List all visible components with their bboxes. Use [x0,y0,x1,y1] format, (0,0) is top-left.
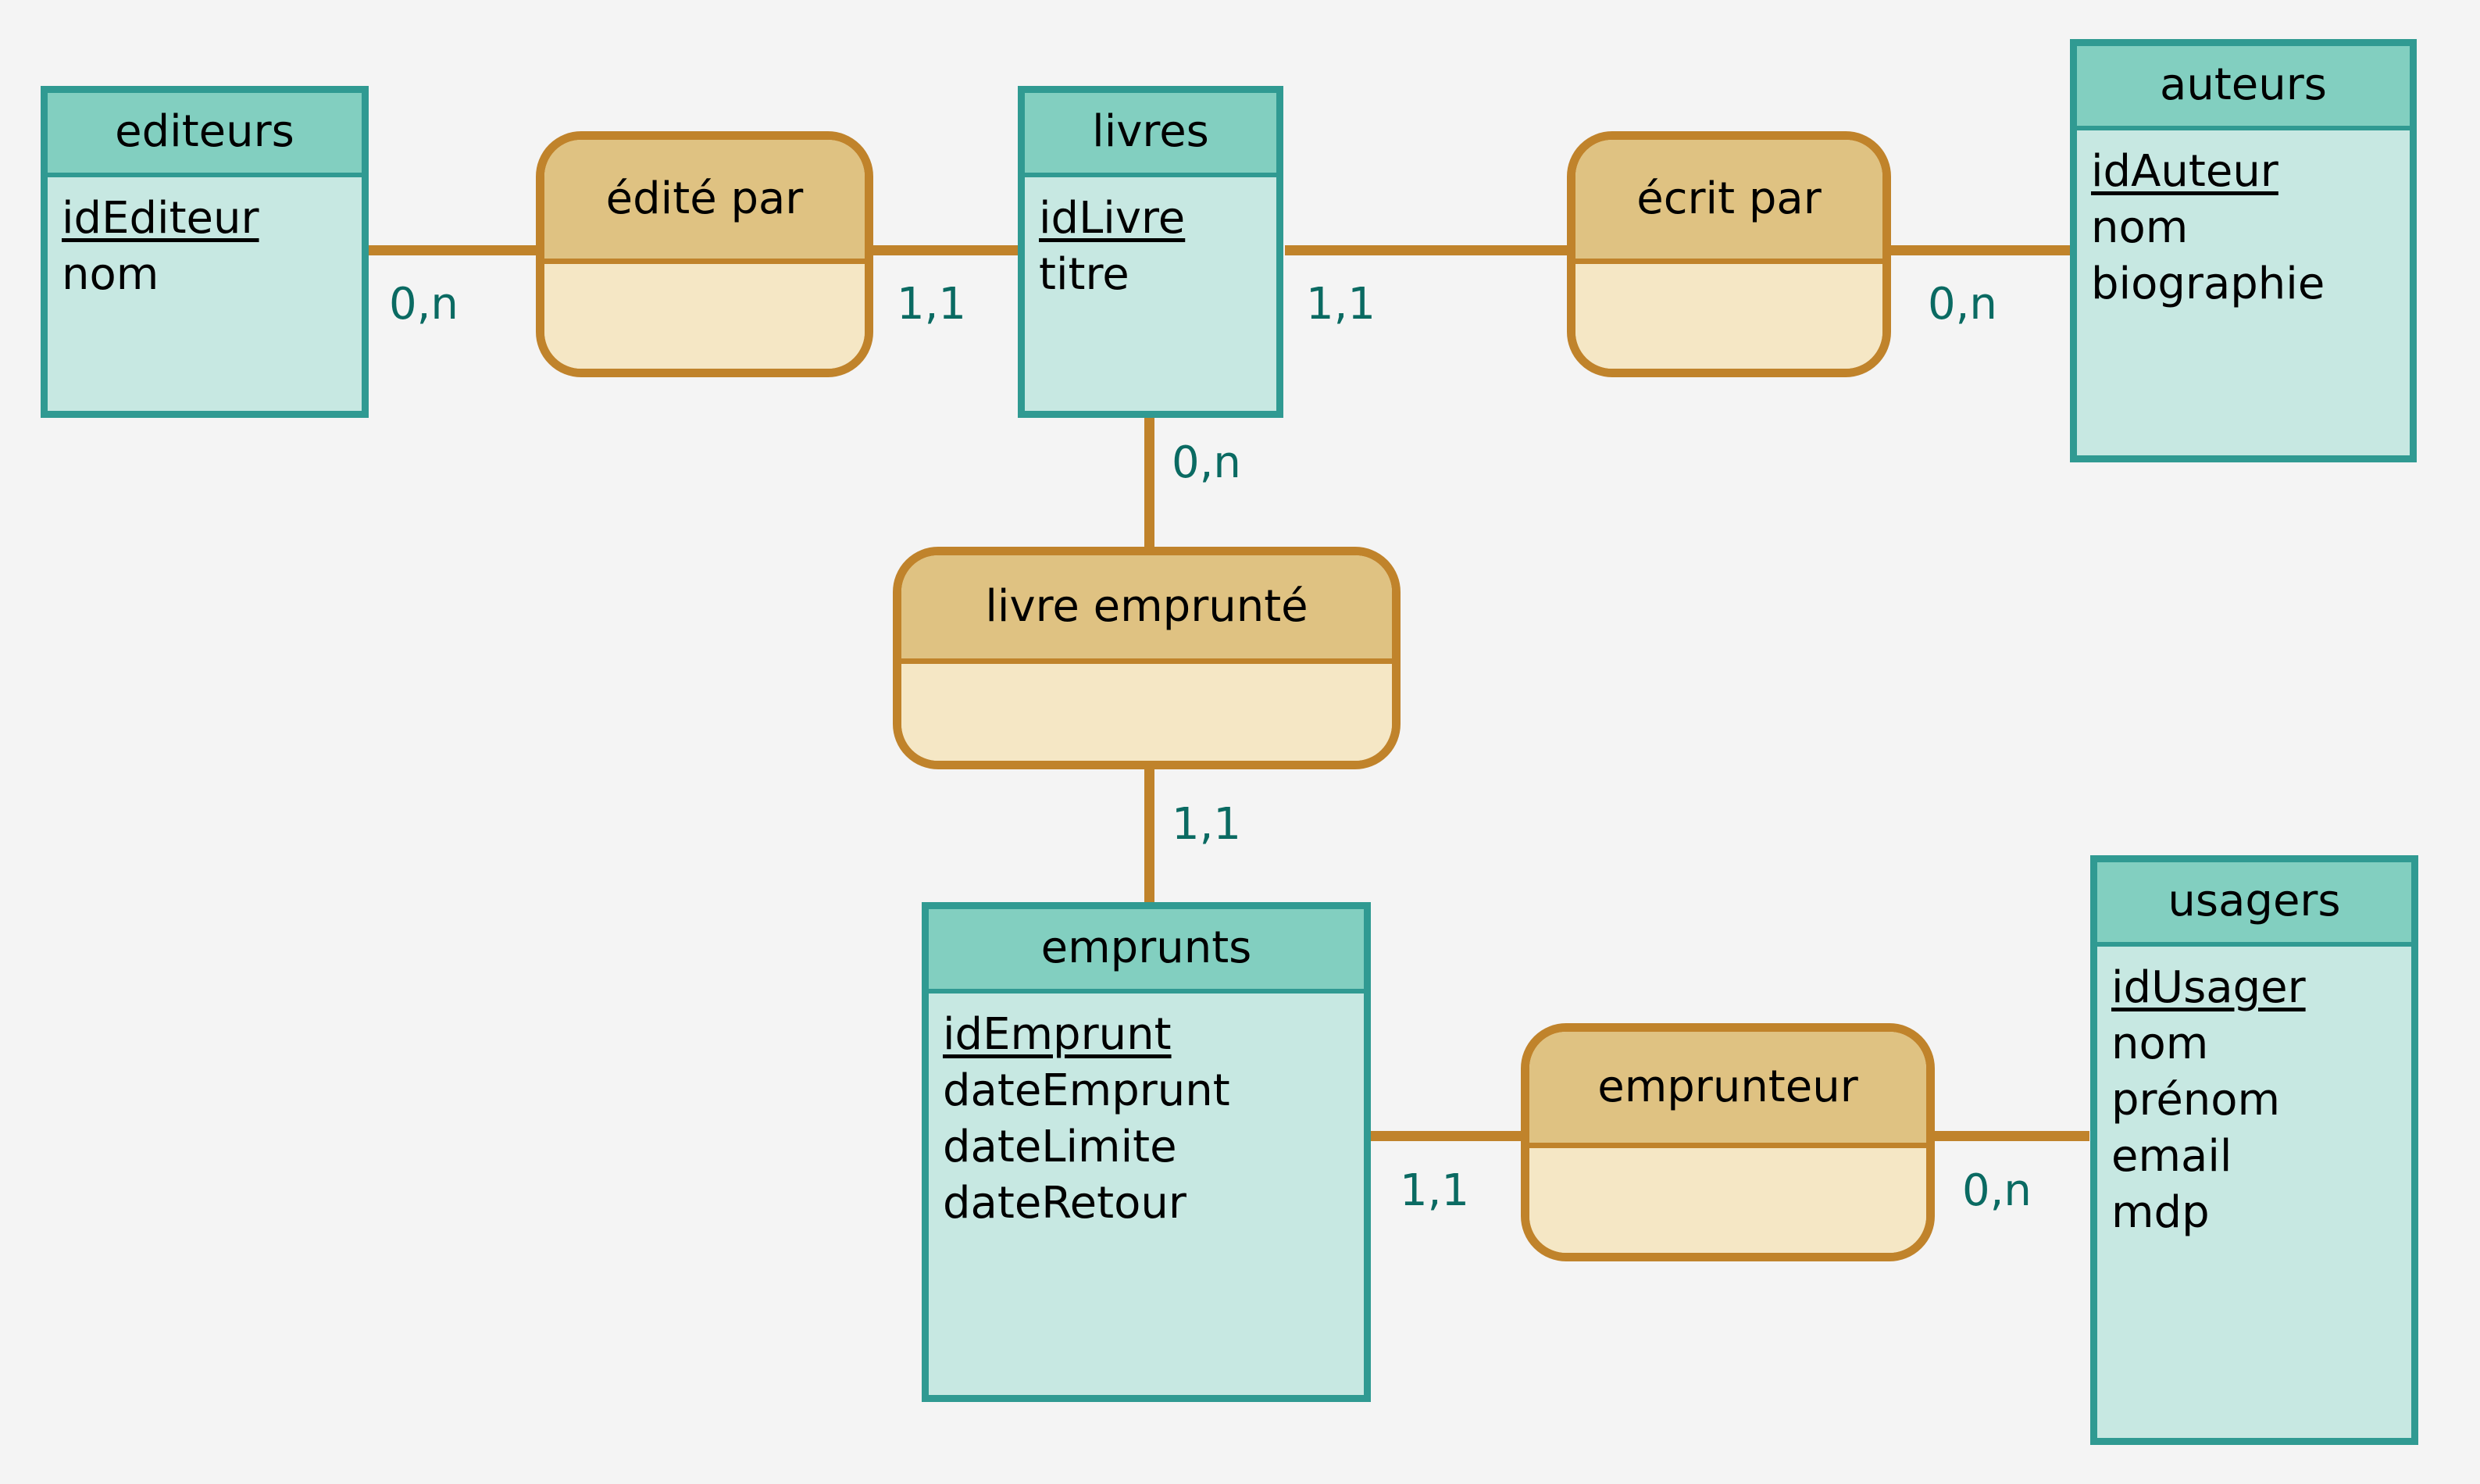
relationship-ecrit-par-name: écrit par [1575,140,1882,264]
connector-livres-ecritpar [1285,245,1574,255]
cardinality-editeurs-editepar: 0,n [389,279,459,330]
relationship-emprunteur-name: emprunteur [1529,1032,1926,1148]
cardinality-emprunts-livreemprunte: 1,1 [1172,799,1242,850]
attribute-idEditeur: idEditeur [62,193,259,244]
attribute-idAuteur: idAuteur [2091,146,2278,197]
cardinality-livres-editepar: 1,1 [897,279,967,330]
connector-ecritpar-auteurs [1886,245,2070,255]
connector-livreemprunte-emprunts [1144,762,1154,906]
cardinality-auteurs-ecritpar: 0,n [1928,279,1997,330]
attribute-nom: nom [2111,1018,2209,1070]
relationship-ecrit-par-attributes [1575,264,1882,369]
entity-editeurs-attributes: idEditeur nom [48,177,362,411]
connector-editeurs-editepar [359,245,547,255]
attribute-mdp: mdp [2111,1187,2210,1239]
cardinality-usagers-emprunteur: 0,n [1962,1165,2032,1216]
entity-usagers-attributes: idUsager nom prénom email mdp [2097,947,2411,1438]
entity-livres[interactable]: livres idLivre titre [1018,86,1283,418]
attribute-email: email [2111,1131,2232,1183]
entity-emprunts[interactable]: emprunts idEmprunt dateEmprunt dateLimit… [922,902,1371,1402]
attribute-prenom: prénom [2111,1075,2281,1126]
connector-emprunteur-usagers [1922,1131,2089,1141]
attribute-nom: nom [2091,202,2189,254]
entity-auteurs[interactable]: auteurs idAuteur nom biographie [2070,39,2417,462]
entity-livres-name: livres [1025,93,1276,177]
attribute-idLivre: idLivre [1039,193,1186,244]
connector-emprunts-emprunteur [1359,1131,1527,1141]
connector-editepar-livres [867,245,1023,255]
relationship-edite-par-attributes [544,264,865,369]
entity-usagers[interactable]: usagers idUsager nom prénom email mdp [2090,855,2418,1445]
cardinality-livres-ecritpar: 1,1 [1306,279,1376,330]
attribute-titre: titre [1039,249,1129,301]
connector-livres-livreemprunte [1144,406,1154,555]
entity-livres-attributes: idLivre titre [1025,177,1276,411]
entity-editeurs[interactable]: editeurs idEditeur nom [41,86,369,418]
attribute-dateLimite: dateLimite [943,1122,1177,1173]
entity-emprunts-name: emprunts [929,909,1364,993]
attribute-dateRetour: dateRetour [943,1178,1186,1229]
cardinality-emprunts-emprunteur: 1,1 [1400,1165,1470,1216]
relationship-edite-par-name: édité par [544,140,865,264]
entity-auteurs-name: auteurs [2077,46,2410,130]
relationship-livre-emprunte-attributes [901,664,1392,761]
attribute-idUsager: idUsager [2111,962,2306,1013]
cardinality-livres-livreemprunte: 0,n [1172,437,1241,488]
relationship-livre-emprunte[interactable]: livre emprunté [893,547,1401,769]
relationship-emprunteur-attributes [1529,1148,1926,1253]
attribute-biographie: biographie [2091,259,2325,310]
relationship-edite-par[interactable]: édité par [536,131,873,377]
entity-auteurs-attributes: idAuteur nom biographie [2077,130,2410,455]
entity-usagers-name: usagers [2097,862,2411,947]
attribute-dateEmprunt: dateEmprunt [943,1065,1230,1117]
attribute-nom: nom [62,249,159,301]
attribute-idEmprunt: idEmprunt [943,1009,1172,1060]
relationship-livre-emprunte-name: livre emprunté [901,555,1392,664]
entity-emprunts-attributes: idEmprunt dateEmprunt dateLimite dateRet… [929,993,1364,1395]
entity-editeurs-name: editeurs [48,93,362,177]
relationship-ecrit-par[interactable]: écrit par [1567,131,1891,377]
relationship-emprunteur[interactable]: emprunteur [1521,1023,1935,1261]
